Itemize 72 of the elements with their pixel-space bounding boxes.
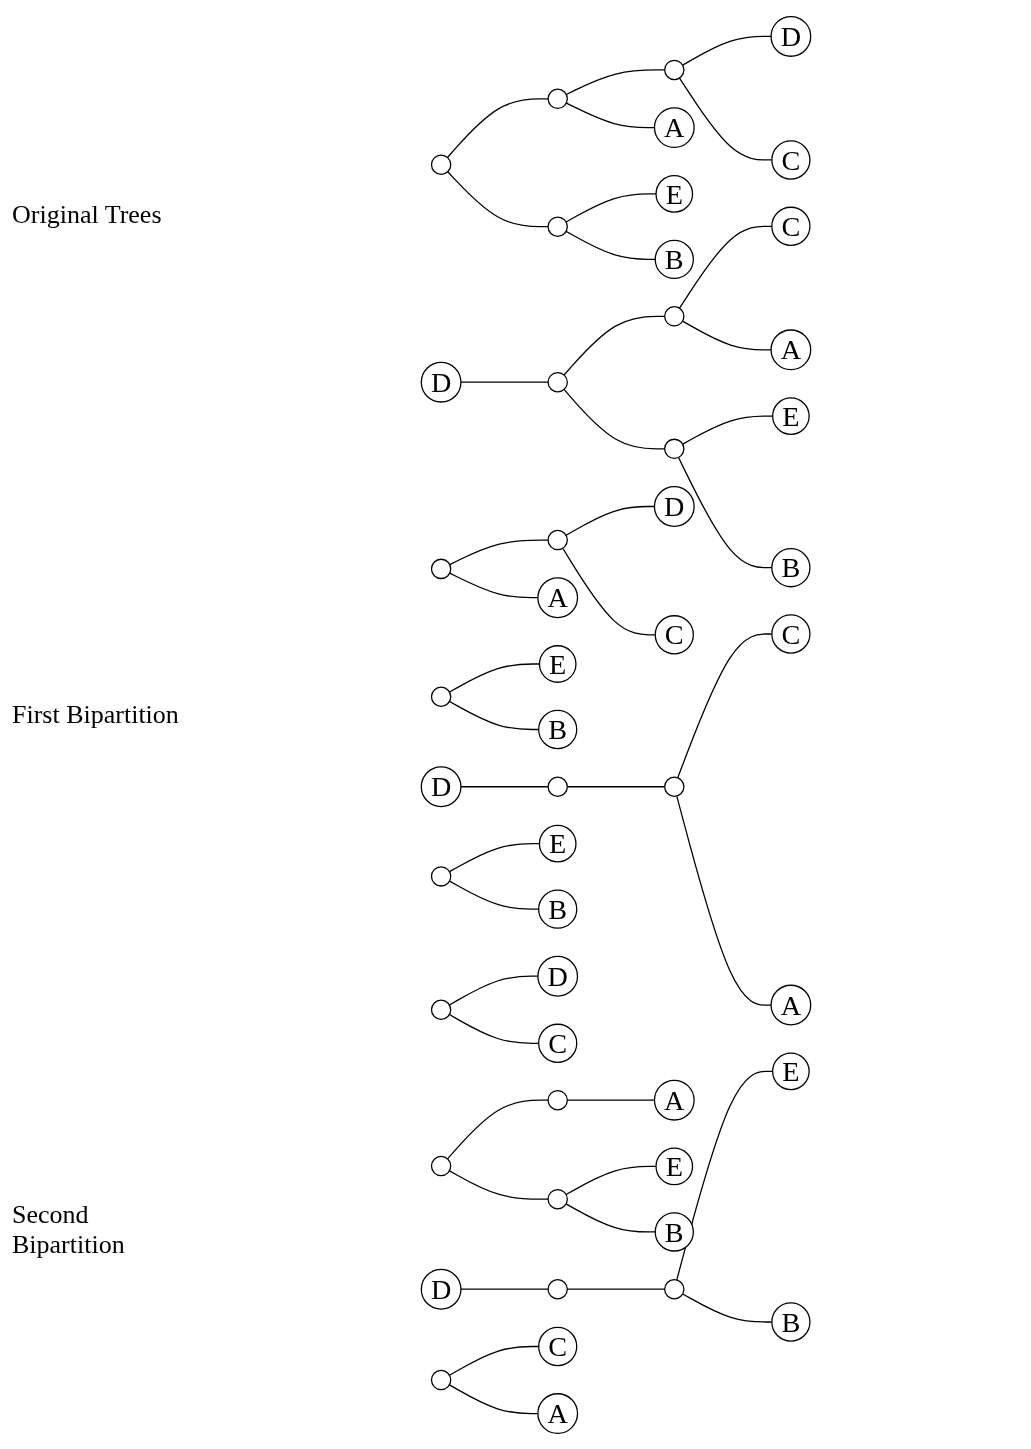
node-circle: E <box>654 174 693 213</box>
node-circle <box>663 776 685 797</box>
connector <box>681 1292 772 1323</box>
node-circle: C <box>537 1326 577 1366</box>
node-circle: C <box>770 139 811 180</box>
node-circle: B <box>537 709 577 749</box>
node-circle <box>430 558 451 579</box>
connector <box>677 456 772 568</box>
connector <box>448 662 540 693</box>
connector <box>448 1345 539 1376</box>
node-circle <box>546 215 568 237</box>
connector <box>562 388 665 449</box>
node-circle <box>546 1188 568 1209</box>
node-circle <box>546 88 568 109</box>
node-circle: A <box>536 1392 578 1434</box>
node-circle: D <box>420 1268 462 1310</box>
node-circle: E <box>771 1051 810 1090</box>
row-label: Original Trees <box>12 200 163 230</box>
node-circle: B <box>770 547 811 587</box>
node-circle: E <box>538 644 577 683</box>
node-circle: A <box>653 106 695 148</box>
connector <box>565 68 665 95</box>
node-circle: A <box>653 1079 695 1121</box>
connector <box>681 414 773 445</box>
node-circle: E <box>654 1147 693 1185</box>
node-circle: C <box>770 206 811 246</box>
connector <box>448 842 540 872</box>
connector <box>448 1013 539 1044</box>
node-circle <box>663 305 685 327</box>
connector <box>566 1288 665 1290</box>
connector <box>566 785 665 787</box>
node-circle: E <box>771 396 810 435</box>
connector <box>678 225 772 309</box>
node-circle: E <box>538 824 577 862</box>
node-circle <box>663 1278 685 1299</box>
node-circle: C <box>537 1023 577 1063</box>
node-circle <box>430 999 451 1020</box>
connector <box>448 700 539 730</box>
node-circle <box>546 529 568 550</box>
node-circle: D <box>420 765 462 807</box>
node-circle <box>430 686 451 707</box>
node-circle: D <box>769 15 811 57</box>
node-circle <box>663 59 685 80</box>
row-label: First Bipartition <box>12 700 180 730</box>
node-circle: B <box>654 239 694 279</box>
node-circle <box>546 371 568 392</box>
node-circle <box>430 865 451 887</box>
node-circle: D <box>653 485 695 527</box>
node-circle <box>430 1155 451 1176</box>
node-circle: A <box>769 328 811 370</box>
node-circle: D <box>536 955 578 997</box>
connector <box>678 76 772 161</box>
node-circle <box>430 153 451 175</box>
connector <box>676 632 772 778</box>
node-circle: A <box>769 984 811 1025</box>
node-circle: C <box>654 614 694 654</box>
node-circle: B <box>537 888 577 929</box>
node-circle <box>546 1089 568 1110</box>
node-circle: D <box>420 361 462 403</box>
connector <box>564 505 655 536</box>
node-circle <box>546 776 568 797</box>
node-circle <box>430 1369 451 1390</box>
connector <box>562 315 665 376</box>
node-circle: B <box>770 1301 811 1342</box>
connector <box>448 879 539 910</box>
node-circle <box>546 1278 568 1299</box>
row-label: Second Bipartition <box>12 1200 126 1260</box>
node-circle: C <box>770 613 811 654</box>
node-circle <box>663 438 685 459</box>
node-circle: A <box>536 576 578 618</box>
connector <box>675 1070 773 1281</box>
node-circle: B <box>654 1211 694 1252</box>
